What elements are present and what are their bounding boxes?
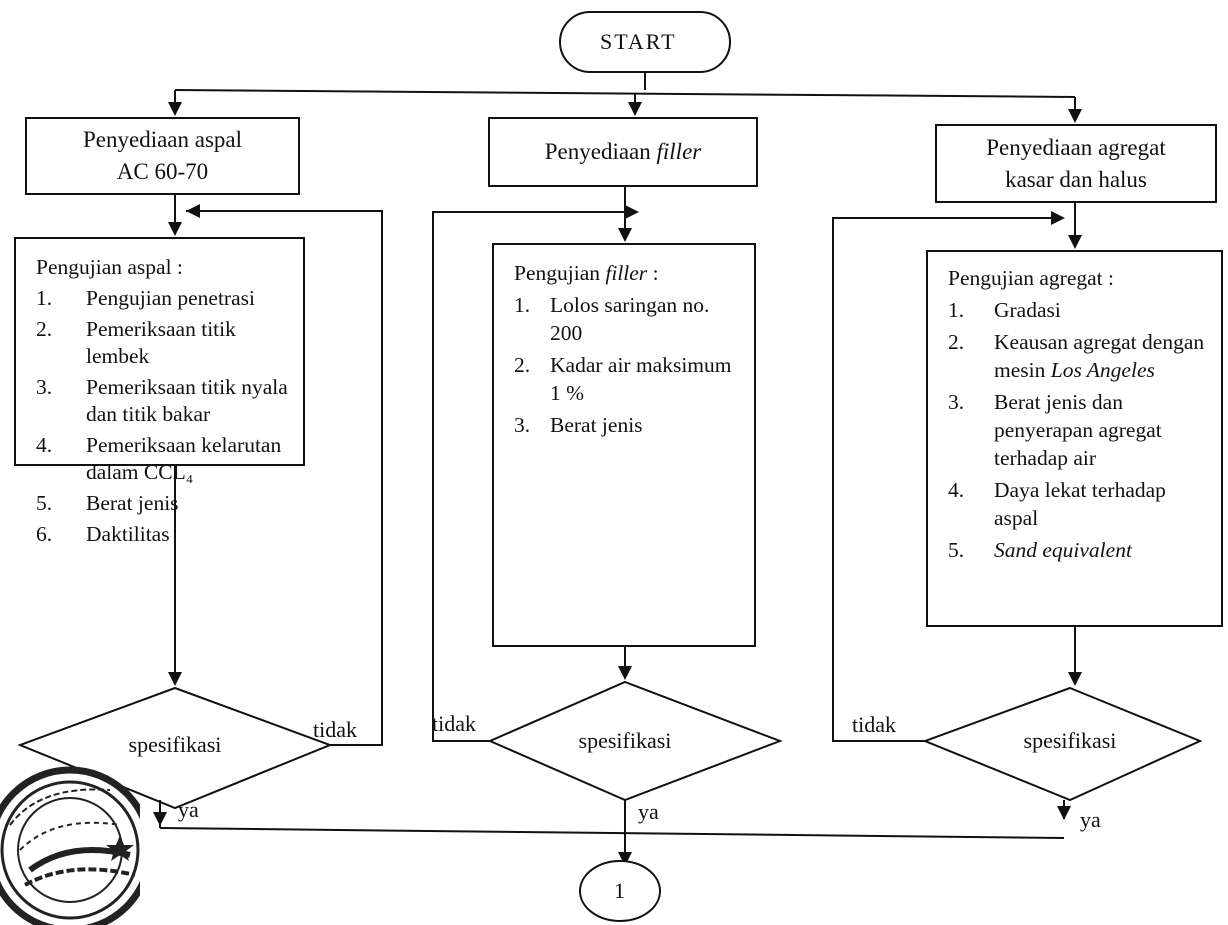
list-item: 3.Berat jenis [514, 413, 643, 437]
list-item: 3.Pemeriksaan titik nyala dan titik baka… [36, 375, 288, 426]
no-label-agregat: tidak [852, 712, 896, 737]
yes-label-agregat: ya [1080, 807, 1101, 832]
prep-agregat-line2: kasar dan halus [1005, 166, 1147, 192]
test-heading-agregat: Pengujian agregat : [948, 266, 1114, 290]
test-box-agregat: Pengujian agregat : 1.Gradasi 2.Keausan … [926, 250, 1223, 627]
decision-diamond-aspal [17, 686, 333, 810]
no-label-aspal: tidak [313, 717, 357, 742]
connector-label: 1 [614, 878, 625, 903]
yes-label-aspal: ya [178, 797, 199, 822]
list-item: 4.Pemeriksaan kelarutan dalam CCL₄ [36, 433, 282, 484]
test-box-aspal: Pengujian aspal : 1.Pengujian penetrasi … [14, 237, 305, 546]
start-label: START [600, 29, 677, 54]
list-item: 2.Keausan agregat dengan mesin Los Angel… [948, 330, 1205, 382]
list-item: 2.Pemeriksaan titik lembek [36, 317, 236, 368]
connector-circle-shape [579, 860, 661, 922]
list-item: 5.Sand equivalent [948, 538, 1132, 562]
prep-box-aspal: Penyediaan aspal AC 60-70 [25, 117, 300, 195]
prep-agregat-line1: Penyediaan agregat [986, 134, 1166, 160]
prep-box-agregat: Penyediaan agregat kasar dan halus [935, 124, 1217, 203]
decision-diamond-agregat [922, 686, 1203, 802]
no-label-filler: tidak [432, 711, 476, 736]
list-item: 6.Daktilitas [36, 522, 170, 546]
institution-seal-icon [0, 766, 140, 925]
list-item: 1.Gradasi [948, 298, 1061, 322]
prep-filler-italic: filler [656, 139, 702, 164]
list-item: 4.Daya lekat terhadap aspal [948, 478, 1166, 530]
test-box-filler: Pengujian filler : 1.Lolos saringan no. … [492, 243, 756, 647]
yes-label-filler: ya [638, 799, 659, 824]
test-heading-filler: Pengujian filler : [514, 261, 659, 285]
list-item: 5.Berat jenis [36, 491, 179, 515]
decision-label-aspal: spesifikasi [128, 732, 222, 757]
decision-label-filler: spesifikasi [578, 728, 672, 753]
prep-aspal-line2: AC 60-70 [116, 159, 209, 184]
prep-aspal-line1: Penyediaan aspal [82, 127, 243, 152]
list-item: 1.Pengujian penetrasi [36, 286, 255, 310]
list-item: 3.Berat jenis dan penyerapan agregat ter… [948, 390, 1162, 470]
list-item: 2.Kadar air maksimum 1 % [514, 353, 732, 405]
decision-label-agregat: spesifikasi [1023, 728, 1117, 753]
prep-box-filler: Penyediaan filler [488, 117, 758, 187]
test-heading-aspal: Pengujian aspal : [36, 255, 183, 279]
prep-filler-text: Penyediaan [544, 139, 657, 164]
list-item: 1.Lolos saringan no. 200 [514, 293, 710, 345]
